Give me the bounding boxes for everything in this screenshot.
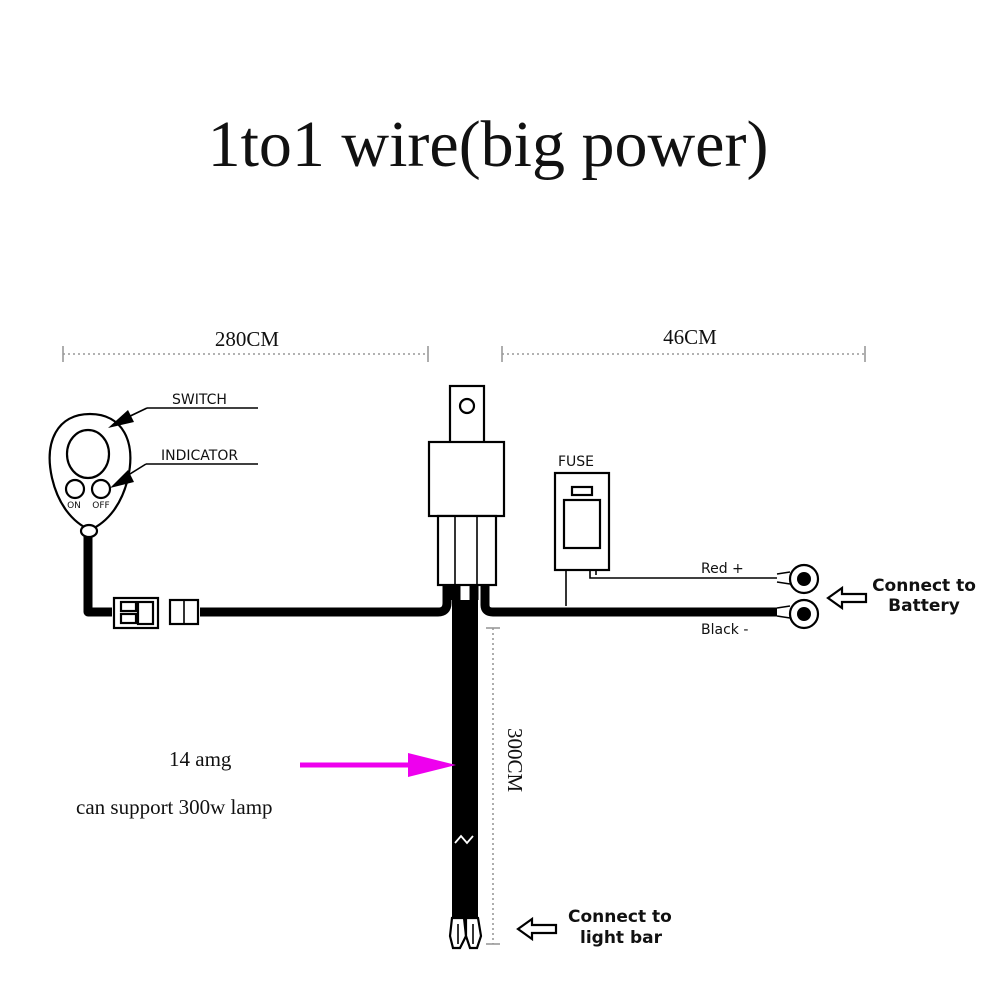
dimension-right-label: 46CM: [663, 325, 717, 349]
lightbar-cable: [452, 600, 478, 918]
switch-off-button: [90, 478, 112, 500]
battery-label-line1: Connect to: [872, 576, 976, 596]
switch-label-group: SWITCH: [108, 392, 258, 428]
black-wire-label: Black -: [701, 622, 748, 638]
indicator-label: INDICATOR: [161, 448, 238, 464]
lightbar-connection: Connect to light bar: [516, 907, 672, 948]
lightbar-terminals: [448, 916, 483, 950]
support-text: can support 300w lamp: [76, 795, 273, 819]
switch-label: SWITCH: [172, 392, 227, 408]
dimension-left: 280CM: [62, 327, 429, 362]
remote-switch[interactable]: ON OFF: [48, 412, 132, 539]
relay: [427, 384, 506, 587]
main-wire-right: [480, 585, 777, 617]
dimension-left-label: 280CM: [215, 327, 280, 351]
switch-button-main: [65, 428, 111, 480]
red-wire-label: Red +: [701, 561, 744, 577]
switch-off-label: OFF: [92, 501, 109, 511]
fuse-label: FUSE: [558, 454, 594, 470]
main-wire-left: [200, 585, 452, 617]
page-title: 1to1 wire(big power): [208, 108, 769, 181]
battery-arrow-icon: [826, 585, 868, 611]
lightbar-label-line1: Connect to: [568, 907, 672, 927]
switch-on-label: ON: [67, 501, 81, 511]
switch-wire: [83, 534, 112, 617]
fuse-holder: FUSE: [553, 454, 611, 572]
dimension-vertical-label: 300CM: [503, 728, 527, 793]
dimension-right: 46CM: [501, 325, 866, 362]
wires: [83, 534, 777, 918]
fuse-red-wire: [589, 570, 777, 579]
lightbar-arrow-icon: [516, 916, 558, 942]
lightbar-label-line2: light bar: [580, 928, 663, 948]
battery-label-line2: Battery: [888, 596, 960, 616]
indicator-label-group: INDICATOR: [110, 448, 258, 488]
gauge-note: 14 amg can support 300w lamp: [76, 747, 456, 819]
battery-connection: Connect to Battery: [826, 576, 976, 616]
gauge-text: 14 amg: [169, 747, 232, 771]
dimension-vertical: 300CM: [486, 627, 527, 945]
ring-terminals: [776, 563, 820, 630]
switch-on-button: [64, 478, 86, 500]
plug-connector: [112, 596, 200, 630]
magenta-arrow-icon: [408, 753, 456, 777]
